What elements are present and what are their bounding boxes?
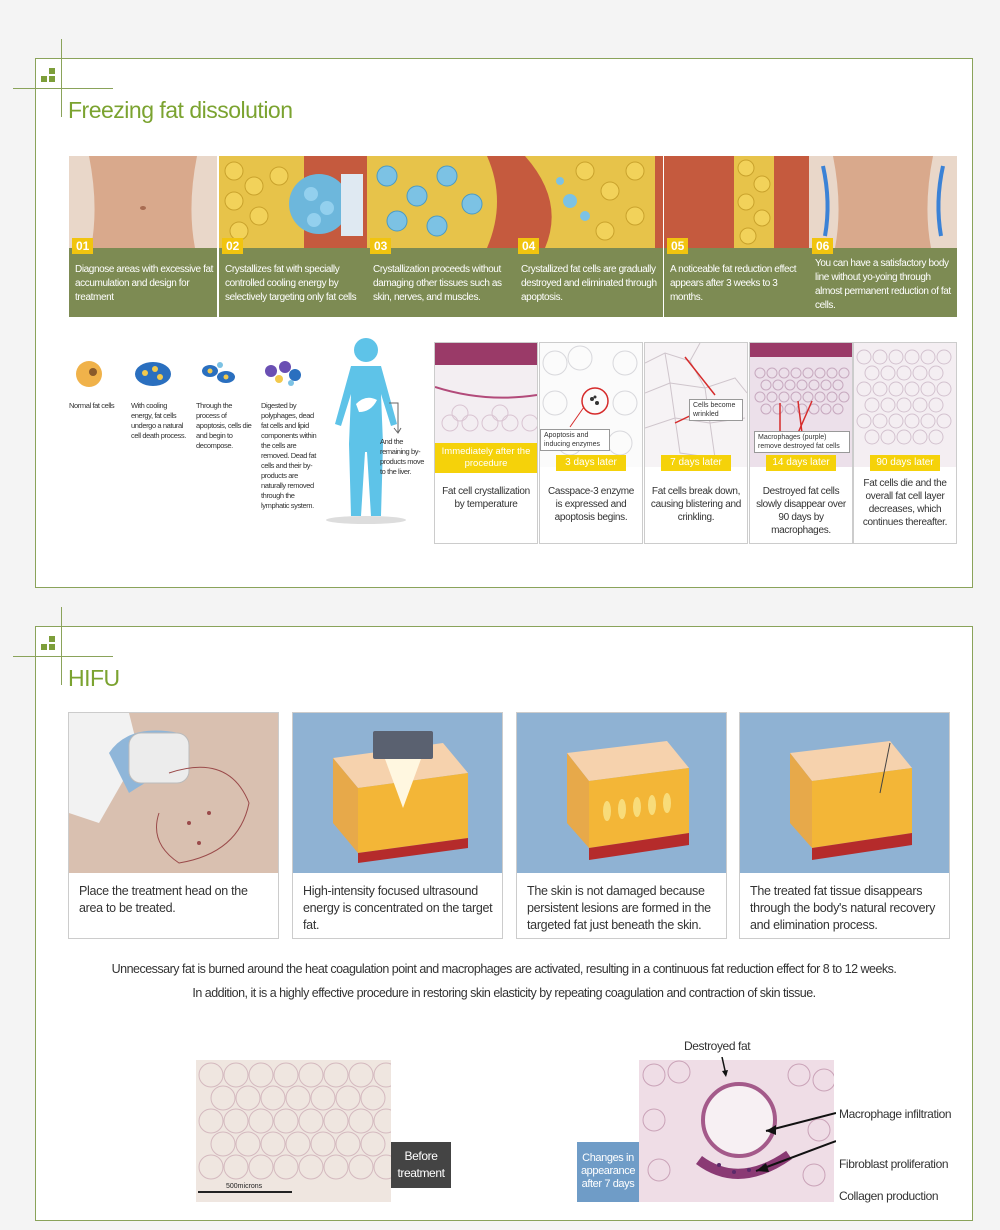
step-text: Crystallizes fat with specially controll… [225,264,357,303]
decomposing-cell-icon [198,359,238,394]
hifu-card: Place the treatment head on the area to … [68,712,279,939]
after-label: Changes in appearance after 7 days [577,1142,639,1202]
histology-desc: Fat cells break down, causing blistering… [650,486,742,523]
hifu-section: HIFU Place the treatment head on the are… [13,607,973,1221]
hifu-caption: High-intensity focused ultrasound energy… [303,884,493,932]
bodyline-image [809,156,957,248]
bullet-square [49,644,55,650]
macrophage-label: Macrophage infiltration [839,1107,952,1121]
bullet-square [49,636,55,642]
bullet-square [49,68,55,74]
timeline-tag: Immediately after the procedure [435,443,537,473]
section-title: HIFU [68,665,120,691]
step-card: 06 You can have a satisfactory body line… [809,156,957,317]
before-histology-image: 500microns [196,1060,391,1202]
cooled-fat-cell-icon [133,359,173,394]
crystallization-image [367,156,515,248]
corner-line [13,88,113,89]
timeline-tag: 7 days later [661,455,731,471]
freezing-section: Freezing fat dissolution 01 Diagnose are… [13,39,973,588]
histology-panel: 90 days later Fat cells die and the over… [853,342,957,544]
histology-desc: Fat cells die and the overall fat cell l… [862,478,948,528]
recovery-diagram [740,713,949,873]
timeline-tag: 14 days later [766,455,836,471]
step-number: 03 [370,238,392,254]
cell-text: With cooling energy, fat cells undergo a… [131,401,186,440]
step-text: Diagnose areas with excessive fat accumu… [75,264,213,303]
hifu-card: The treated fat tissue disappears throug… [739,712,950,939]
histology-image [854,343,956,467]
pointer-arrow-icon [716,1056,730,1084]
step-text: You can have a satisfactory body line wi… [815,258,951,311]
histology-desc: Fat cell crystallization by temperature [442,486,530,510]
corner-line [61,607,62,685]
histology-panel: Immediately after the procedure Fat cell… [434,342,538,544]
step-number: 05 [667,238,689,254]
abdomen-image [69,156,217,248]
bullet-square [49,76,55,82]
step-card: 03 Crystallization proceeds without dama… [367,156,515,317]
bullet-square [41,644,47,650]
step-text: Crystallized fat cells are gradually des… [521,264,657,303]
description-line-2: In addition, it is a highly effective pr… [192,986,816,1000]
liver-text: And the remaining by-products move to th… [380,437,424,476]
histology-callout: Cells become wrinkled [689,399,743,421]
histology-desc: Destroyed fat cells slowly disappear ove… [756,486,846,536]
lesion-diagram [517,713,726,873]
hifu-caption: The skin is not damaged because persiste… [527,884,711,932]
step-card: 02 Crystallizes fat with specially contr… [219,156,367,317]
hifu-card: High-intensity focused ultrasound energy… [292,712,503,939]
step-number: 06 [812,238,834,254]
corner-line [61,39,62,117]
after-histology-image [639,1060,834,1202]
fat-cooling-image [219,156,367,248]
histology-callout: Apoptosis and inducing enzymes [540,429,610,451]
before-label: Before treatment [391,1142,451,1188]
digested-cell-icon [261,359,305,394]
hifu-caption: The treated fat tissue disappears throug… [750,884,936,932]
step-card: 01 Diagnose areas with excessive fat acc… [69,156,217,317]
ultrasound-diagram [293,713,502,873]
description-line-1: Unnecessary fat is burned around the hea… [111,962,897,976]
fibroblast-label: Fibroblast proliferation [839,1157,949,1171]
histology-panel: Cells become wrinkled 7 days later Fat c… [644,342,748,544]
treatment-head-photo [69,713,278,873]
timeline-tag: 90 days later [870,455,940,471]
normal-fat-cell-icon [74,359,104,394]
down-arrow-icon [388,402,402,441]
step-text: A noticeable fat reduction effect appear… [670,264,797,303]
histology-callout: Macrophages (purple) remove destroyed fa… [754,431,850,453]
collagen-label: Collagen production [839,1189,939,1203]
step-card: 05 A noticeable fat reduction effect app… [664,156,812,317]
hifu-caption: Place the treatment head on the area to … [79,884,248,915]
histology-desc: Casspace-3 enzyme is expressed and apopt… [547,486,635,523]
timeline-tag: 3 days later [556,455,626,471]
step-card: 04 Crystallized fat cells are gradually … [515,156,663,317]
apoptosis-image [515,156,663,248]
cell-text: Normal fat cells [69,401,115,410]
cell-text: Through the process of apoptosis, cells … [196,401,252,450]
cell-text: Digested by polyphages, dead fat cells a… [261,401,317,510]
pointer-arrow-icon [746,1105,837,1180]
step-number: 04 [518,238,540,254]
histology-panel: Apoptosis and inducing enzymes 3 days la… [539,342,643,544]
step-text: Crystallization proceeds without damagin… [373,264,502,303]
fat-reduction-image [664,156,812,248]
step-number: 02 [222,238,244,254]
human-body-figure [311,334,421,529]
histology-panel: Macrophages (purple) remove destroyed fa… [749,342,853,544]
bullet-square [41,76,47,82]
destroyed-fat-label: Destroyed fat [684,1039,751,1053]
hifu-card: The skin is not damaged because persiste… [516,712,727,939]
step-number: 01 [72,238,94,254]
corner-line [13,656,113,657]
scale-label: 500microns [226,1183,263,1190]
section-title: Freezing fat dissolution [68,97,293,123]
